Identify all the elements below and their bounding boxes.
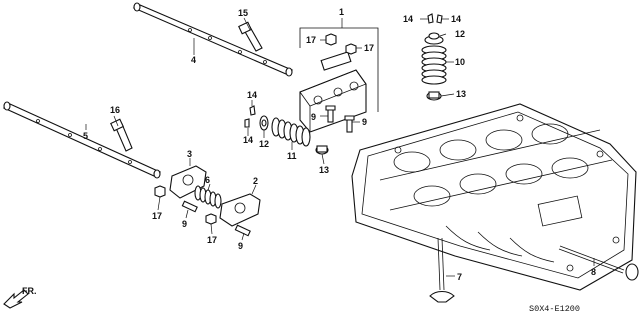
callout-14-center-a: 14 <box>247 90 257 100</box>
valve-cotter-center[interactable] <box>244 105 256 128</box>
callout-15: 15 <box>238 8 248 18</box>
callout-17-assembly-b: 17 <box>364 43 374 53</box>
callout-9-lower-a: 9 <box>182 219 187 229</box>
callout-11: 11 <box>287 151 297 161</box>
assembly-bracket <box>299 27 379 112</box>
valve-cotter-upper[interactable] <box>427 13 443 24</box>
shaft-bolt-upper[interactable] <box>238 21 263 52</box>
callout-17-assembly-a: 17 <box>306 35 316 45</box>
callout-13-upper: 13 <box>456 89 466 99</box>
stem-seal-upper[interactable] <box>426 91 442 101</box>
rocker-shaft-upper[interactable] <box>132 2 294 77</box>
callout-17-lower-a: 17 <box>152 211 162 221</box>
callout-4: 4 <box>191 55 196 65</box>
adjusting-screw-a[interactable] <box>325 105 336 123</box>
callout-7: 7 <box>457 272 462 282</box>
spring-retainer-center[interactable] <box>259 115 269 131</box>
callout-16: 16 <box>110 105 120 115</box>
front-direction-indicator: FR. <box>3 286 37 309</box>
front-arrow-icon <box>3 289 29 309</box>
rocker-spring[interactable] <box>194 185 222 209</box>
callout-14-upper-b: 14 <box>451 14 461 24</box>
diagram-code: S0X4-E1200 <box>529 304 580 314</box>
leader-lines <box>85 17 595 277</box>
callout-13-center: 13 <box>319 165 329 175</box>
rocker-shaft-lower[interactable] <box>2 101 162 179</box>
callout-3: 3 <box>187 149 192 159</box>
shaft-bolt-lower[interactable] <box>110 118 133 152</box>
valve-spring-center[interactable] <box>271 117 311 147</box>
callout-8: 8 <box>591 267 596 277</box>
callout-17-lower-b: 17 <box>207 235 217 245</box>
callout-12-upper: 12 <box>455 29 465 39</box>
exhaust-valve[interactable] <box>558 245 639 281</box>
adjusting-screw-b[interactable] <box>344 115 355 133</box>
stem-seal-center[interactable] <box>315 145 329 155</box>
lock-nut-b[interactable] <box>345 43 357 55</box>
callout-2: 2 <box>253 176 258 186</box>
callout-5: 5 <box>83 131 88 141</box>
adjusting-screw-c[interactable] <box>181 200 198 213</box>
callout-labels: 1 2 3 4 5 6 7 8 9 9 9 9 10 11 12 12 13 1… <box>83 7 596 282</box>
intake-valve[interactable] <box>429 237 455 303</box>
callout-12-center: 12 <box>259 139 269 149</box>
lock-nut-d[interactable] <box>205 213 217 225</box>
rocker-arm-a[interactable] <box>169 165 207 199</box>
front-direction-label: FR. <box>22 286 37 296</box>
cylinder-head[interactable] <box>351 103 637 291</box>
callout-14-center-b: 14 <box>243 135 253 145</box>
lock-nut-a[interactable] <box>325 33 337 46</box>
rocker-arm-b[interactable] <box>219 193 261 227</box>
callout-14-upper-a: 14 <box>403 14 413 24</box>
callout-10: 10 <box>455 57 465 67</box>
callout-1: 1 <box>339 7 344 17</box>
callout-9-lower-b: 9 <box>238 241 243 251</box>
callout-9-assembly-a: 9 <box>311 112 316 122</box>
callout-9-assembly-b: 9 <box>362 117 367 127</box>
lock-nut-c[interactable] <box>154 185 166 198</box>
adjusting-screw-d[interactable] <box>234 224 251 237</box>
spring-retainer-upper[interactable] <box>424 32 444 45</box>
callout-6: 6 <box>205 175 210 185</box>
valve-spring-upper[interactable] <box>421 45 447 85</box>
